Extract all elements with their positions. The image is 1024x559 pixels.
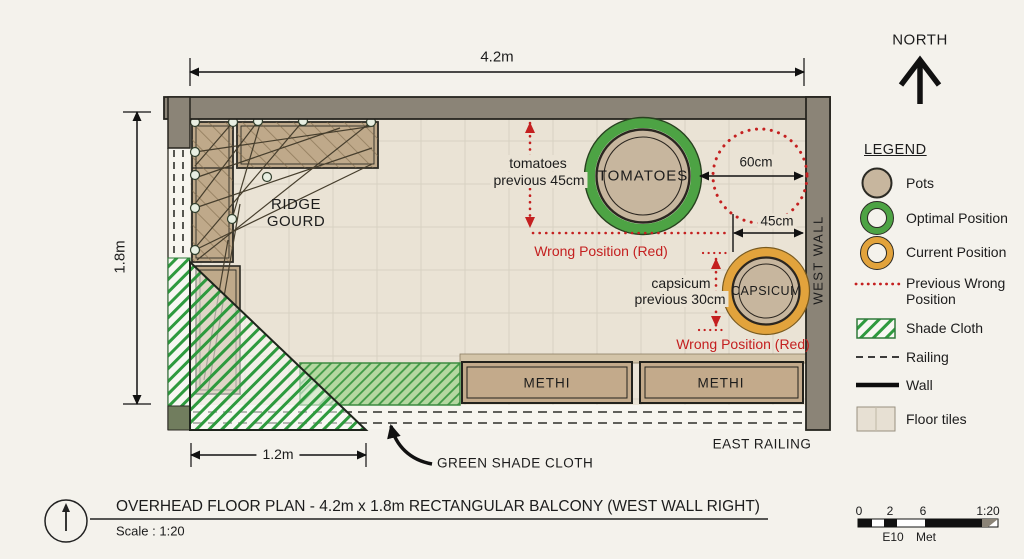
gap-45cm-label: 45cm [757, 213, 797, 229]
scalebar-tick-120: 1:20 [976, 504, 1000, 518]
methi-left-label: METHI [523, 375, 571, 391]
methi-bed-left [461, 361, 633, 404]
tomato-pot [583, 116, 703, 236]
shade-cloth-left-strip [167, 257, 191, 407]
shade-cloth-triangle [189, 259, 369, 431]
gap-60cm-label: 60cm [736, 154, 776, 170]
shade-cloth-corner [167, 405, 191, 431]
ridge-gourd-label: RIDGE GOURD [266, 196, 326, 230]
legend-item-previous: Previous Wrong Position [906, 275, 1006, 307]
dimension-shade-label: 1.2m [256, 446, 300, 462]
north-arrow-icon [898, 55, 942, 104]
legend-item-current: Current Position [906, 244, 1007, 260]
dimension-height-label: 1.8m [111, 240, 129, 274]
north-label: NORTH [892, 31, 948, 49]
east-railing-label: EAST RAILING [712, 436, 812, 452]
legend-item-optimal: Optimal Position [906, 210, 1008, 226]
trellis-net [194, 120, 375, 391]
legend-item-railing: Railing [906, 349, 949, 365]
capsicum-previous-note-line2: previous 30cm [631, 291, 729, 307]
current-position-swatch-icon [860, 236, 894, 270]
methi-right-label: METHI [697, 375, 745, 391]
scale-bar [857, 518, 999, 528]
optimal-position-swatch-icon [860, 201, 894, 235]
drawing-title: OVERHEAD FLOOR PLAN - 4.2m x 1.8m RECTAN… [116, 498, 760, 515]
methi-bed-right [639, 361, 804, 404]
dimension-width-label: 4.2m [480, 48, 514, 66]
tomato-previous-note-line2: previous 45cm [490, 172, 588, 188]
shade-cloth-callout-arrow [387, 424, 433, 466]
scalebar-sub-e10: E10 [882, 530, 904, 544]
legend-swatches [854, 167, 901, 432]
wrong-position-capsicum-label: Wrong Position (Red) [676, 336, 810, 352]
capsicum-previous-note-line1: capsicum [648, 275, 714, 291]
legend-item-pots: Pots [906, 175, 935, 191]
legend-title: LEGEND [864, 142, 927, 158]
floor-tiles-swatch-icon [856, 406, 896, 432]
drawing-scale-note: Scale : 1:20 [116, 523, 185, 539]
scalebar-tick-0: 0 [855, 504, 863, 518]
capsicum-label: CAPSICUM [731, 284, 801, 298]
wrong-position-tomato-label: Wrong Position (Red) [534, 243, 668, 259]
legend-item-wall: Wall [906, 377, 933, 393]
west-wall-label: WEST WALL [810, 215, 826, 305]
dimension-lines [123, 58, 805, 467]
tomatoes-label: TOMATOES [597, 167, 689, 185]
scalebar-tick-2: 2 [886, 504, 894, 518]
legend-item-shade: Shade Cloth [906, 320, 984, 336]
legend-item-floor: Floor tiles [906, 411, 967, 427]
title-block [44, 499, 768, 543]
scalebar-tick-6: 6 [919, 504, 927, 518]
tomato-previous-note-line1: tomatoes [506, 155, 570, 171]
shade-cloth-swatch-icon [856, 318, 896, 339]
green-shade-cloth-label: GREEN SHADE CLOTH [437, 455, 594, 471]
pots-swatch-icon [861, 167, 893, 199]
walls [163, 96, 831, 431]
scalebar-sub-met: Met [915, 530, 937, 544]
